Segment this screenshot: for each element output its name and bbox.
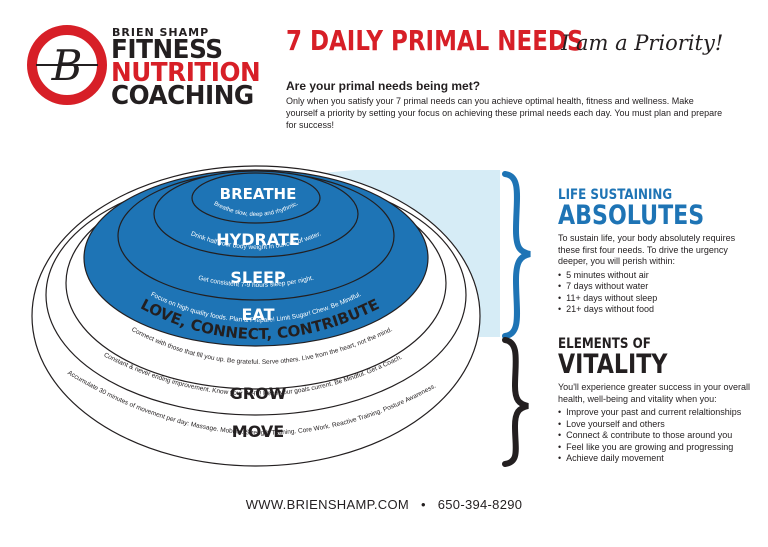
list-item: Improve your past and current relaltions… xyxy=(558,407,758,419)
list-item: 21+ days without food xyxy=(558,304,758,316)
brand-line-coaching: COACHING xyxy=(111,81,254,111)
need-sleep-title: SLEEP xyxy=(230,268,286,287)
footer-phone[interactable]: 650-394-8290 xyxy=(437,497,523,512)
absolutes-list: 5 minutes without air 7 days without wat… xyxy=(558,270,758,316)
list-item: Achieve daily movement xyxy=(558,453,758,465)
list-item: Feel like you are growing and progressin… xyxy=(558,442,758,454)
vitality-description: You'll experience greater success in you… xyxy=(558,382,750,404)
absolutes-label-big: ABSOLUTES xyxy=(558,200,705,231)
vitality-label-big: VITALITY xyxy=(558,349,668,380)
brand-logo: B xyxy=(27,25,107,105)
absolutes-section: LIFE SUSTAINING ABSOLUTES To sustain lif… xyxy=(558,187,758,316)
vitality-brace-icon xyxy=(502,337,529,467)
vitality-list: Improve your past and current relaltions… xyxy=(558,407,758,465)
need-grow-title: GROW xyxy=(230,384,287,403)
tagline: I am a Priority! xyxy=(561,31,724,55)
list-item: 7 days without water xyxy=(558,281,758,293)
absolutes-label-small: LIFE SUSTAINING xyxy=(558,187,673,203)
need-breathe-title: BREATHE xyxy=(220,185,297,203)
brand-line-fitness: FITNESS xyxy=(111,35,223,65)
footer: WWW.BRIENSHAMP.COM • 650-394-8290 xyxy=(0,497,768,512)
list-item: Connect & contribute to those around you xyxy=(558,430,758,442)
intro-text: Only when you satisfy your 7 primal need… xyxy=(286,96,723,130)
need-eat-title: EAT xyxy=(242,305,275,324)
page-title: 7 DAILY PRIMAL NEEDS xyxy=(286,24,584,57)
footer-website[interactable]: WWW.BRIENSHAMP.COM xyxy=(245,497,410,512)
primal-needs-diagram: BREATHE Breathe slow, deep and rhythmic.… xyxy=(31,165,531,467)
absolutes-brace-icon xyxy=(502,171,531,339)
list-item: 11+ days without sleep xyxy=(558,293,758,305)
brand-name-small: BRIEN SHAMP xyxy=(112,26,210,39)
need-hydrate-title: HYDRATE xyxy=(216,230,300,249)
brand-line-nutrition: NUTRITION xyxy=(111,58,261,88)
absolutes-description: To sustain life, your body absolutely re… xyxy=(558,233,736,266)
vitality-section: ELEMENTS OF VITALITY You'll experience g… xyxy=(558,336,758,465)
intro-question: Are your primal needs being met? xyxy=(286,79,481,93)
logo-letter: B xyxy=(51,41,83,90)
vitality-label-small: ELEMENTS OF xyxy=(558,336,651,352)
need-move-title: MOVE xyxy=(232,422,284,441)
list-item: Love yourself and others xyxy=(558,419,758,431)
footer-separator: • xyxy=(420,497,426,512)
list-item: 5 minutes without air xyxy=(558,270,758,282)
